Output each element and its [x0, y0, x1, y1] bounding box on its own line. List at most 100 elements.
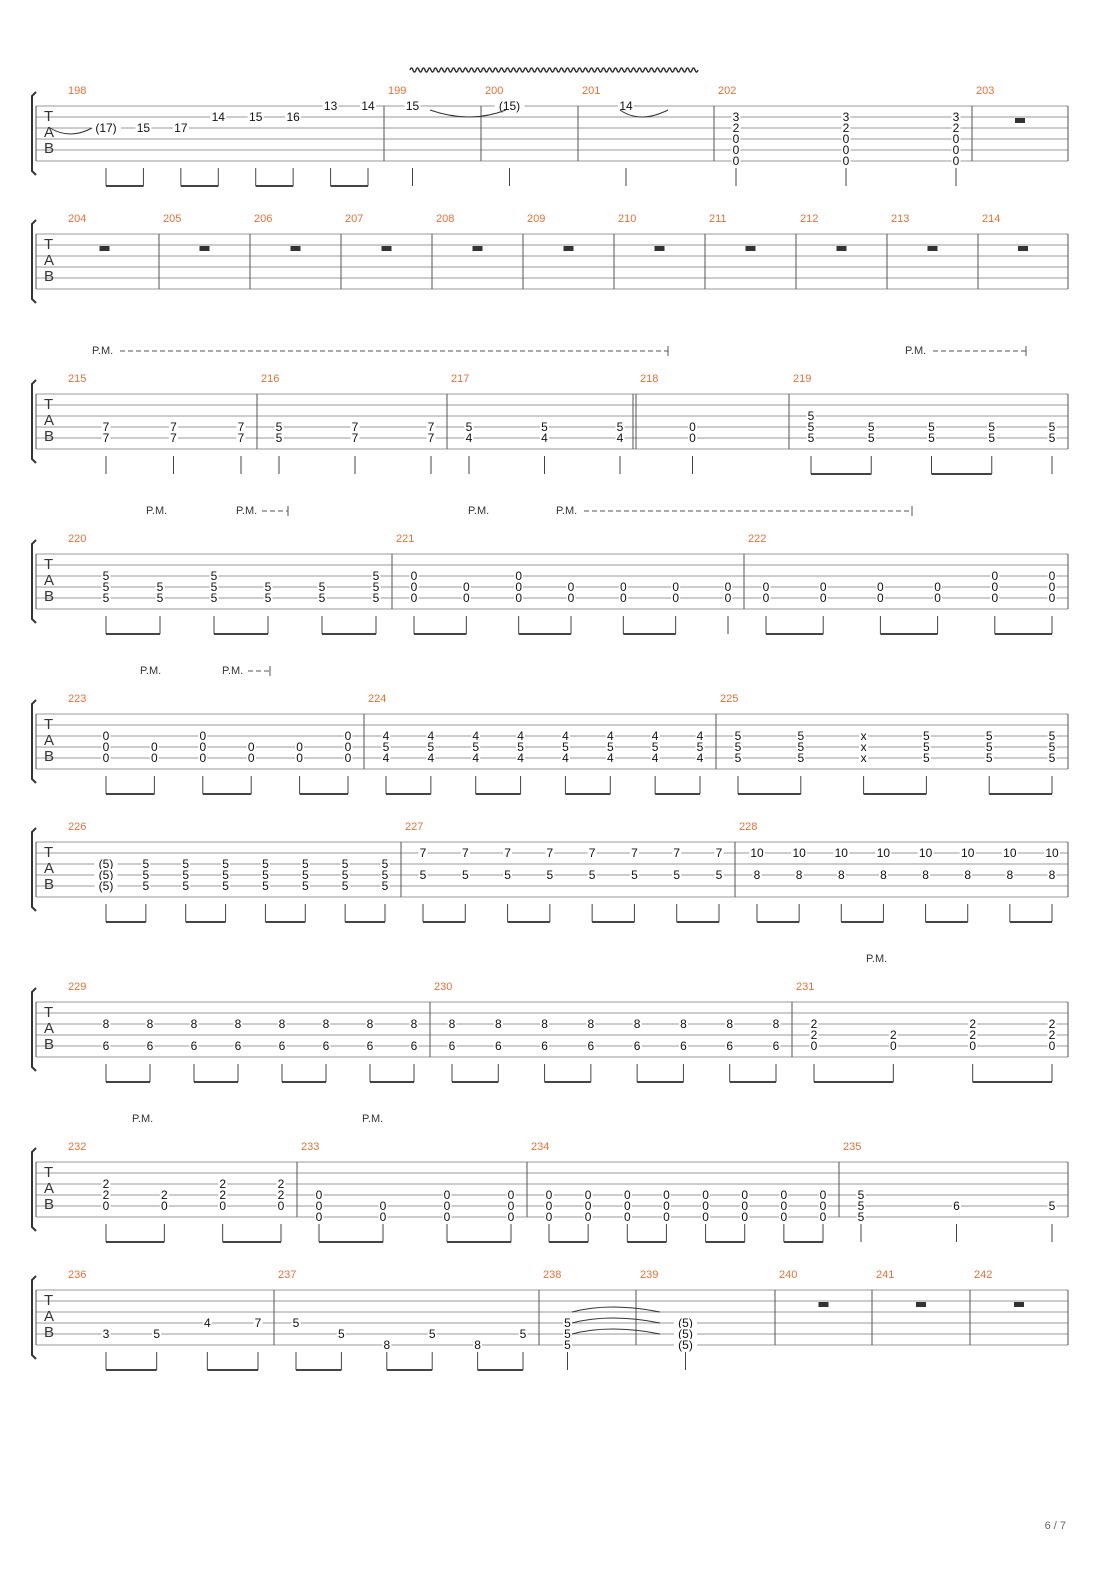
- measure-number: 241: [876, 1269, 894, 1281]
- fret-number: 13: [324, 99, 338, 113]
- measure-number: 239: [640, 1269, 658, 1281]
- fret-number: 7: [255, 1316, 262, 1330]
- fret-background: [169, 432, 178, 443]
- fret-number: 10: [961, 846, 975, 860]
- fret-background: [540, 421, 549, 432]
- fret-number: 8: [367, 1017, 374, 1031]
- fret-background: [246, 752, 256, 763]
- fret-background: [984, 730, 994, 741]
- fret-number: 5: [342, 879, 349, 893]
- fret-number: 5: [211, 591, 218, 605]
- tab-system: TAB2157777772165577772175454542180021955…: [31, 345, 1069, 475]
- fret-background: [672, 847, 682, 858]
- fret-background: [141, 858, 151, 869]
- fret-background: [583, 1200, 593, 1211]
- fret-number: 5: [319, 591, 326, 605]
- fret-background: [540, 1040, 550, 1051]
- fret-number: 8: [103, 1017, 110, 1031]
- tie-arc: [571, 1317, 661, 1324]
- fret-background: [859, 752, 869, 763]
- fret-background: [418, 847, 428, 858]
- fret-number: 0: [515, 580, 522, 594]
- fret-background: [101, 1178, 111, 1189]
- fret-number: 6: [323, 1039, 330, 1053]
- fret-number: (5): [99, 868, 114, 882]
- system-bracket: [31, 827, 37, 912]
- fret-number: 5: [262, 868, 269, 882]
- fret-number: 4: [562, 751, 569, 765]
- fret-background: [317, 581, 327, 592]
- measure-number: 242: [974, 1269, 992, 1281]
- measure-number: 236: [68, 1269, 86, 1281]
- system-bracket: [31, 1147, 37, 1232]
- fret-background: [605, 752, 615, 763]
- fret-number: 5: [211, 569, 218, 583]
- fret-background: [779, 1211, 789, 1222]
- fret-number: 5: [923, 740, 930, 754]
- fret-number: 10: [1003, 846, 1017, 860]
- measure: 205: [163, 213, 251, 289]
- rest-symbol: [472, 246, 483, 251]
- fret-number: 0: [1049, 580, 1056, 594]
- fret-background: [618, 581, 628, 592]
- fret-background: [494, 100, 525, 111]
- fret-number: 4: [472, 729, 479, 743]
- fret-number: 5: [382, 857, 389, 871]
- fret-number: 5: [923, 729, 930, 743]
- fret-number: 8: [235, 1017, 242, 1031]
- fret-number: 5: [735, 729, 742, 743]
- fret-background: [101, 432, 111, 443]
- fret-number: 0: [444, 1199, 451, 1213]
- fret-number: 7: [103, 420, 110, 434]
- fret-number: 0: [296, 740, 303, 754]
- fret-background: [951, 144, 961, 155]
- fret-background: [101, 1200, 111, 1211]
- system-bracket: [31, 699, 37, 784]
- fret-number: 5: [541, 420, 548, 434]
- fret-background: [560, 730, 570, 741]
- fret-number: 0: [843, 143, 850, 157]
- rest-symbol: [290, 246, 301, 251]
- fret-number: 5: [382, 879, 389, 893]
- fret-number: 0: [624, 1199, 631, 1213]
- fret-number: 5: [928, 420, 935, 434]
- fret-number: 0: [463, 591, 470, 605]
- fret-number: 5: [373, 569, 380, 583]
- fret-background: [189, 1018, 199, 1029]
- tie-arc: [619, 109, 669, 118]
- fret-number: 0: [702, 1188, 709, 1202]
- fret-background: [101, 1018, 111, 1029]
- fret-number: 2: [219, 1188, 226, 1202]
- fret-number: 5: [472, 740, 479, 754]
- fret-background: [277, 1018, 287, 1029]
- palm-mute-label: P.M.: [468, 505, 489, 517]
- fret-number: 3: [733, 110, 740, 124]
- fret-background: [460, 869, 470, 880]
- fret-background: [285, 111, 302, 122]
- fret-number: 0: [515, 569, 522, 583]
- fret-background: [380, 880, 390, 891]
- measure-number: 217: [451, 373, 469, 385]
- fret-background: [382, 1339, 392, 1350]
- fret-number: 5: [1049, 420, 1056, 434]
- fret-background: [409, 570, 419, 581]
- fret-background: [152, 1328, 162, 1339]
- fret-number: 8: [588, 1017, 595, 1031]
- fret-number: 5: [735, 740, 742, 754]
- fret-background: [671, 592, 681, 603]
- tab-clef-letter: B: [44, 1196, 54, 1213]
- fret-number: 6: [680, 1039, 687, 1053]
- palm-mute-label: P.M.: [236, 505, 257, 517]
- fret-background: [963, 869, 973, 880]
- fret-number: 0: [663, 1199, 670, 1213]
- fret-background: [933, 592, 943, 603]
- fret-number: 4: [697, 729, 704, 743]
- fret-background: [583, 1211, 593, 1222]
- measure-number: 213: [891, 213, 909, 225]
